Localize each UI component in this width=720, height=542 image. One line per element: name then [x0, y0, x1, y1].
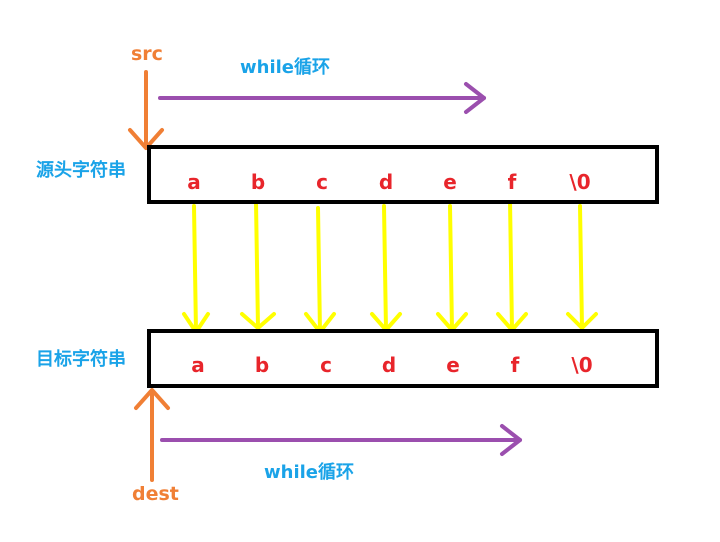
copy-arrow: [370, 204, 402, 332]
copy-arrow: [182, 204, 210, 334]
source-string-box: a b c d e f \0: [147, 145, 659, 204]
source-char: d: [378, 170, 394, 194]
bottom-loop-label: while循环: [264, 462, 354, 483]
dest-pointer-arrow: [134, 388, 170, 482]
source-char: b: [250, 170, 266, 194]
source-string-label: 源头字符串: [36, 160, 126, 181]
source-char: f: [507, 170, 517, 194]
copy-arrow: [566, 204, 598, 330]
source-char: c: [316, 170, 328, 194]
target-char: e: [446, 353, 460, 377]
bottom-loop-arrow: [160, 424, 522, 456]
dest-label: dest: [132, 483, 179, 505]
src-pointer-arrow: [128, 70, 164, 150]
source-char: a: [187, 170, 201, 194]
copy-arrows: [182, 198, 598, 334]
copy-arrow: [436, 204, 468, 332]
copy-arrow: [304, 206, 336, 334]
target-char: f: [510, 353, 520, 377]
copy-arrow: [240, 200, 276, 330]
source-char: e: [443, 170, 457, 194]
source-char: \0: [569, 170, 591, 194]
target-string-label: 目标字符串: [36, 349, 126, 370]
target-char: d: [381, 353, 397, 377]
target-char: a: [191, 353, 205, 377]
copy-arrow: [496, 198, 528, 332]
target-char: c: [320, 353, 332, 377]
target-char: \0: [571, 353, 593, 377]
top-loop-arrow: [158, 82, 486, 114]
target-char: b: [254, 353, 270, 377]
target-string-box: a b c d e f \0: [147, 329, 659, 388]
src-label: src: [131, 43, 163, 65]
top-loop-label: while循环: [240, 57, 330, 78]
